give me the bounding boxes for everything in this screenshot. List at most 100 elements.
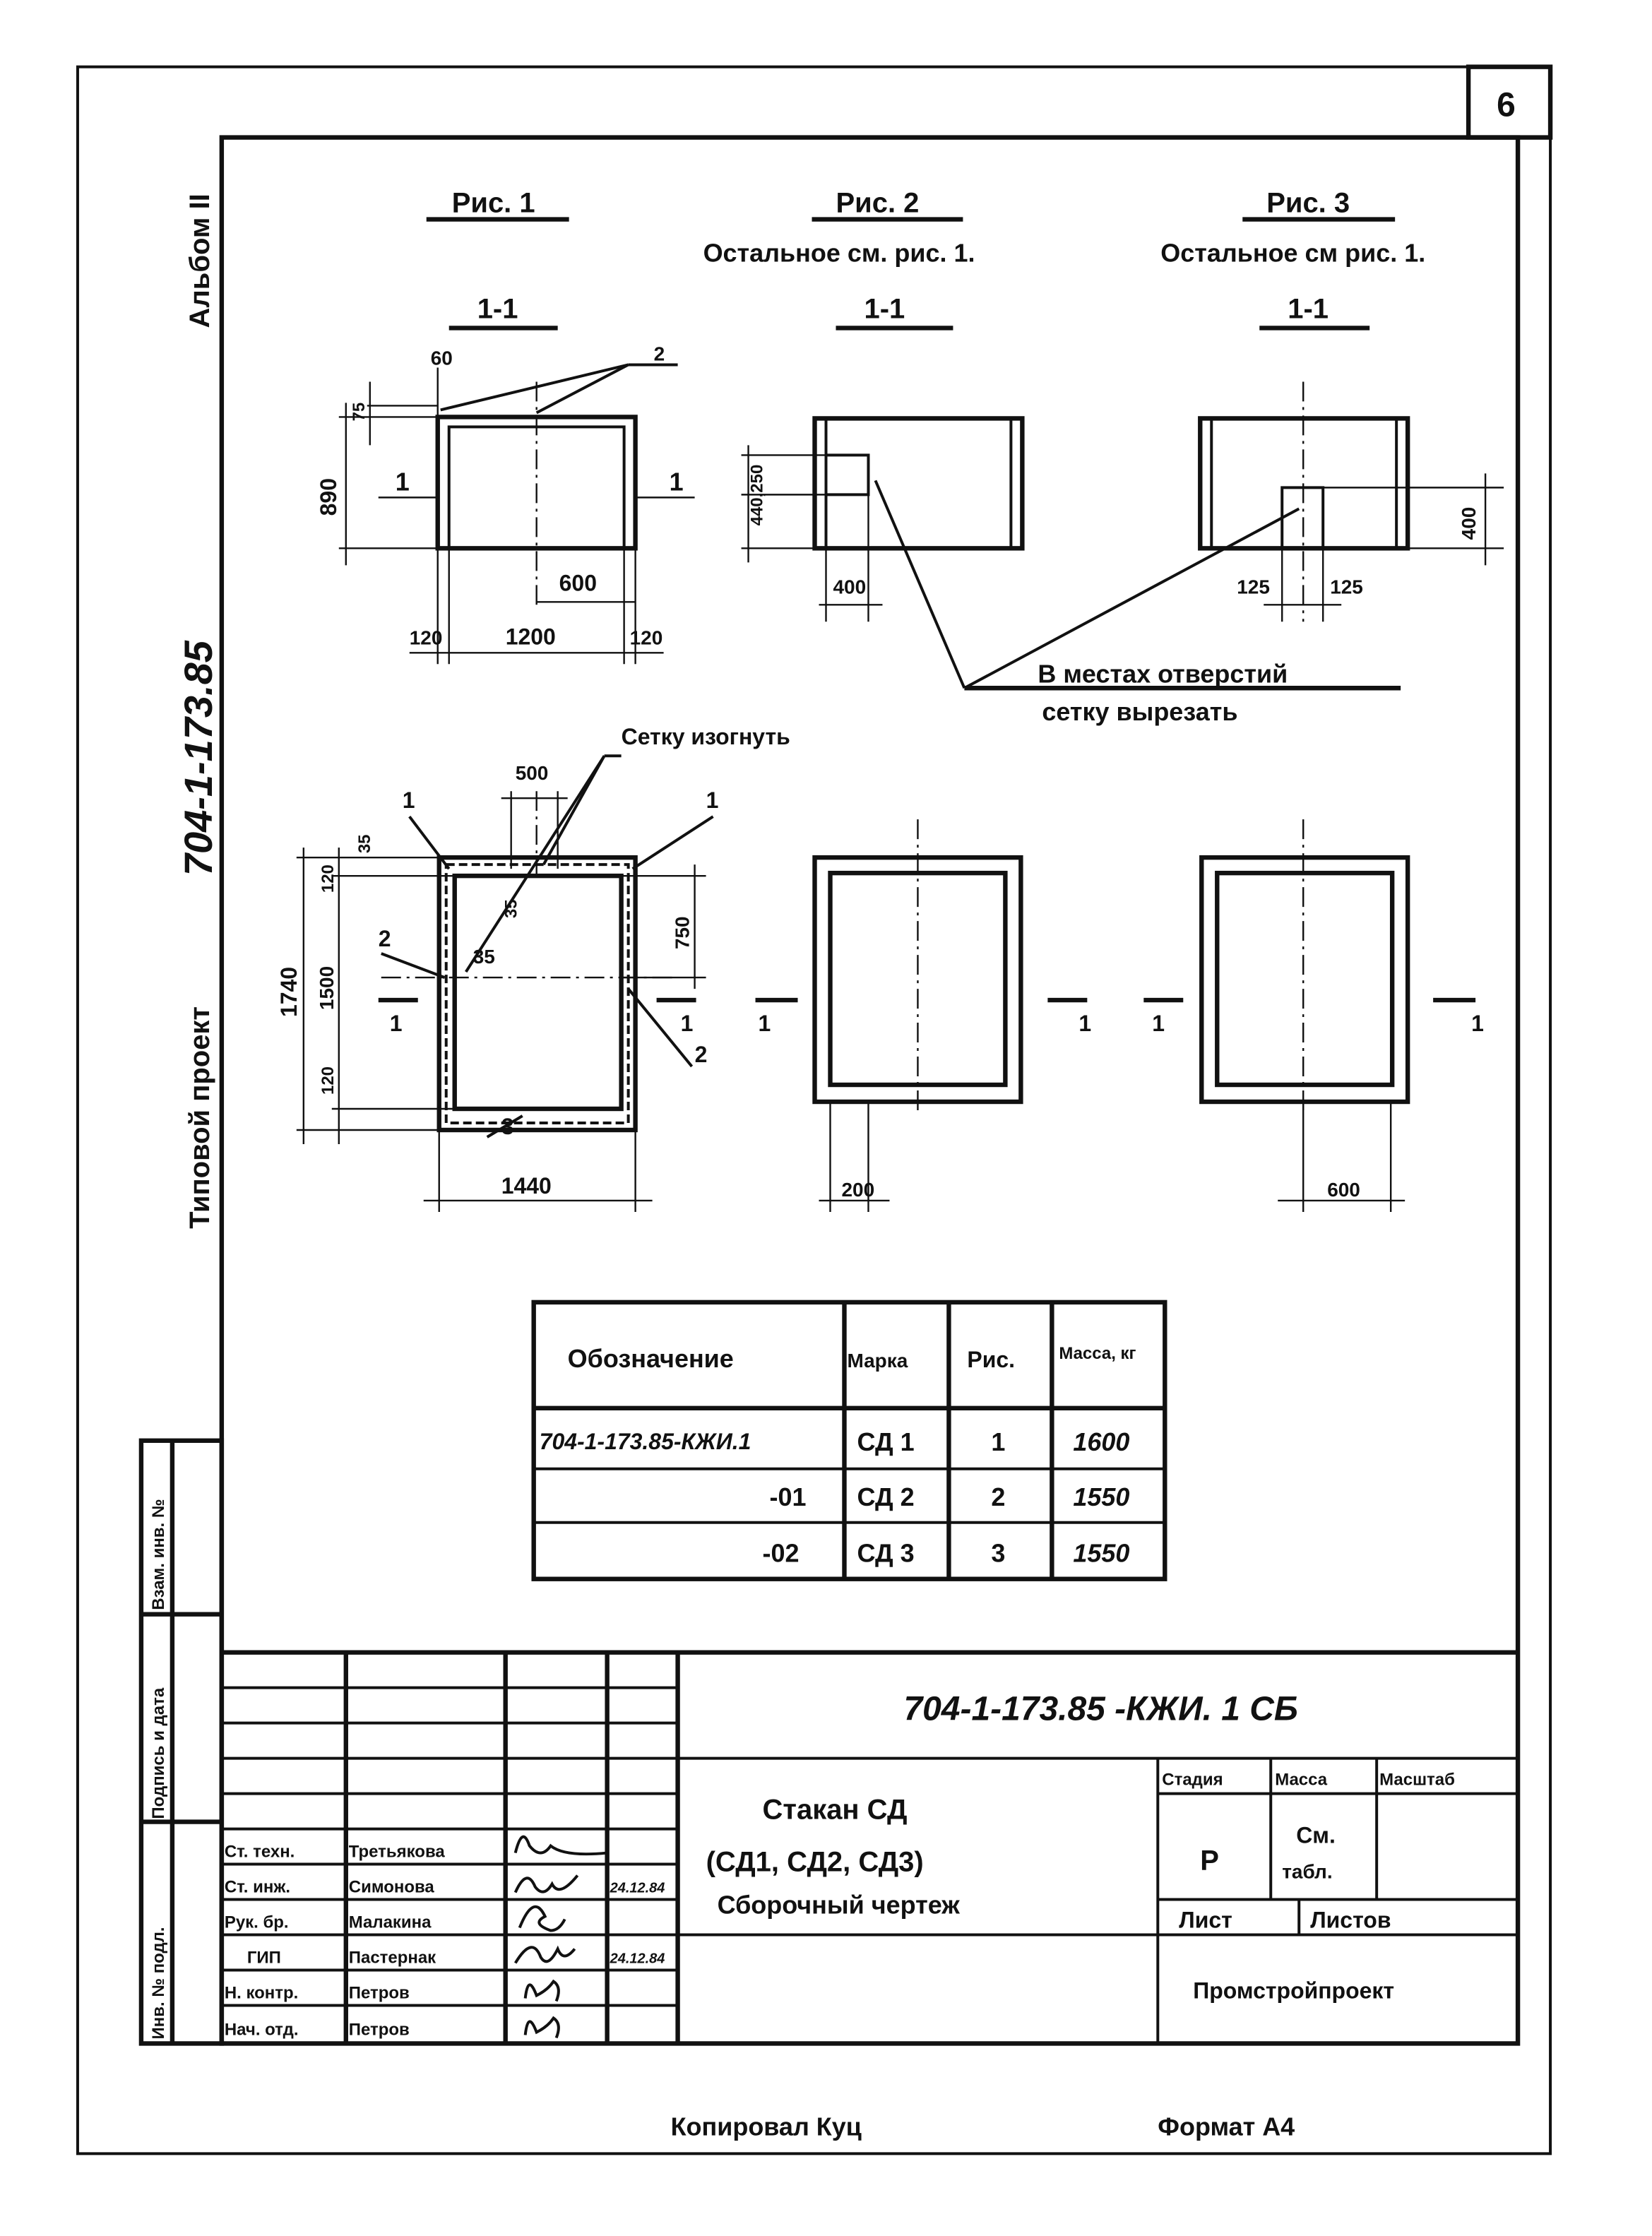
sheet-label: Лист xyxy=(1179,1908,1232,1933)
section-mark: 1 xyxy=(759,1011,771,1036)
svg-text:1600: 1600 xyxy=(1073,1427,1129,1456)
svg-text:2: 2 xyxy=(991,1482,1005,1511)
svg-text:1550: 1550 xyxy=(1073,1539,1129,1568)
sheet-number: 6 xyxy=(1497,87,1516,124)
dim-35-middle: 35 xyxy=(502,899,521,918)
section-mark-right: 1 xyxy=(670,467,684,496)
header-mark: Марка xyxy=(847,1350,908,1372)
margin-project-code: 704-1-173.85 xyxy=(176,640,220,876)
stamp-inventory: Инв. № подл. xyxy=(149,1927,168,2039)
svg-text:СД 2: СД 2 xyxy=(857,1482,914,1511)
svg-text:Симонова: Симонова xyxy=(349,1878,435,1897)
callout-1-left: 1 xyxy=(403,787,415,813)
svg-text:24.12.84: 24.12.84 xyxy=(610,1951,665,1966)
section-mark: 1 xyxy=(1471,1011,1484,1036)
fig1-plan-view: Сетку изогнуть 500 1 1 35 120 1740 1500 … xyxy=(276,724,790,1212)
svg-text:-02: -02 xyxy=(763,1539,800,1568)
svg-text:Петров: Петров xyxy=(349,2020,410,2039)
dim-440-250: 440,250 xyxy=(748,465,767,526)
dim-1740: 1740 xyxy=(276,967,302,1017)
svg-text:СД 3: СД 3 xyxy=(857,1539,914,1568)
svg-text:Ст. инж.: Ст. инж. xyxy=(225,1878,290,1897)
dim-120-top: 120 xyxy=(319,864,338,893)
album-label: Альбом II xyxy=(184,194,215,328)
table-row: 704-1-173.85-КЖИ.1 СД 1 1 1600 xyxy=(540,1427,1130,1456)
fig3-plan-view: 600 1 1 xyxy=(1143,819,1484,1212)
svg-text:1550: 1550 xyxy=(1073,1482,1129,1511)
copied-by: Копировал Куц xyxy=(671,2112,862,2141)
dim-200: 200 xyxy=(841,1179,874,1201)
staff-row: Рук. бр. Малакина xyxy=(225,1913,432,1932)
dim-400: 400 xyxy=(1458,507,1480,540)
stage-label: Стадия xyxy=(1162,1771,1223,1790)
dim-60: 60 xyxy=(431,347,453,369)
dim-35: 35 xyxy=(473,946,495,968)
title-block: 704-1-173.85 -КЖИ. 1 СБ Стакан СД (СД1, … xyxy=(221,1650,1519,2044)
staff-row: Ст. инж. Симонова 24.12.84 xyxy=(225,1878,665,1897)
specification-table: Обозначение Марка Рис. Масса, кг 704-1-1… xyxy=(531,1300,1167,1581)
dim-500: 500 xyxy=(516,762,549,784)
staff-row: Ст. техн.Третьякова xyxy=(225,1843,446,1862)
fig3-title: Рис. 3 xyxy=(1266,188,1350,219)
svg-text:-01: -01 xyxy=(770,1482,807,1511)
signatures xyxy=(513,1835,607,2039)
mesh-bend-note: Сетку изогнуть xyxy=(622,724,790,749)
mass-value-2: табл. xyxy=(1282,1861,1332,1883)
section-mark-left: 1 xyxy=(396,467,410,496)
dim-120-left: 120 xyxy=(410,626,443,648)
dim-120-bottom: 120 xyxy=(319,1066,338,1095)
title-name-2: (СД1, СД2, СД3) xyxy=(706,1847,924,1878)
dim-600: 600 xyxy=(1327,1179,1360,1201)
dim-125-right: 125 xyxy=(1330,576,1363,597)
table-row: -02 СД 3 3 1550 xyxy=(763,1539,1130,1568)
svg-text:Н. контр.: Н. контр. xyxy=(225,1983,298,2002)
dim-75: 75 xyxy=(350,403,369,422)
callout-1-right: 1 xyxy=(706,787,719,813)
dim-1440: 1440 xyxy=(501,1173,552,1199)
sheet-number-box xyxy=(1466,64,1553,140)
scale-label: Масштаб xyxy=(1379,1771,1455,1790)
hole-note-line1: В местах отверстий xyxy=(1038,659,1288,688)
dim-120-right: 120 xyxy=(630,626,663,648)
fig2-note: Остальное см. рис. 1. xyxy=(703,239,975,268)
stamp-signature-date: Подпись и дата xyxy=(149,1687,168,1819)
dim-890: 890 xyxy=(316,478,341,516)
dim-35-top: 35 xyxy=(355,834,374,853)
svg-text:3: 3 xyxy=(991,1539,1005,1568)
fig1-title: Рис. 1 xyxy=(452,188,535,219)
mass-value-1: См. xyxy=(1296,1823,1336,1848)
drawing-code: 704-1-173.85 -КЖИ. 1 СБ xyxy=(903,1691,1297,1728)
project-type-label: Типовой проект xyxy=(184,1006,215,1229)
dim-1200: 1200 xyxy=(506,624,556,649)
header-figure: Рис. xyxy=(967,1347,1015,1372)
table-row: -01 СД 2 2 1550 xyxy=(770,1482,1130,1511)
svg-text:Малакина: Малакина xyxy=(349,1913,432,1932)
fig3-section-view: 400 125 125 xyxy=(963,381,1504,690)
dim-1500: 1500 xyxy=(316,966,338,1010)
staff-row: Нач. отд.Петров xyxy=(225,2020,410,2039)
callout-2-right: 2 xyxy=(695,1042,708,1067)
svg-text:24.12.84: 24.12.84 xyxy=(610,1881,665,1896)
svg-text:Третьякова: Третьякова xyxy=(349,1843,446,1862)
svg-text:1: 1 xyxy=(991,1427,1005,1456)
fig2-plan-view: 200 1 1 xyxy=(755,819,1091,1212)
sheets-label: Листов xyxy=(1310,1908,1391,1933)
section-mark: 1 xyxy=(1078,1011,1091,1036)
staff-row: Н. контр.Петров xyxy=(225,1983,410,2002)
fig1-section: 1-1 xyxy=(477,293,518,324)
svg-text:Рук. бр.: Рук. бр. xyxy=(225,1913,289,1932)
title-name-3: Сборочный чертеж xyxy=(718,1891,961,1920)
svg-text:Пастернак: Пастернак xyxy=(349,1948,436,1967)
dim-400: 400 xyxy=(833,576,866,597)
section-mark: 1 xyxy=(681,1011,694,1036)
organization: Промстройпроект xyxy=(1193,1978,1394,2003)
header-mass: Масса, кг xyxy=(1059,1344,1136,1363)
figure-titles: Рис. 1 Рис. 2 Остальное см. рис. 1. Рис.… xyxy=(426,188,1425,331)
svg-text:ГИП: ГИП xyxy=(247,1948,281,1967)
dim-750: 750 xyxy=(672,916,694,949)
title-name-1: Стакан СД xyxy=(763,1795,908,1826)
header-designation: Обозначение xyxy=(568,1344,734,1373)
fig2-title: Рис. 2 xyxy=(836,188,919,219)
fig3-section: 1-1 xyxy=(1288,293,1329,324)
